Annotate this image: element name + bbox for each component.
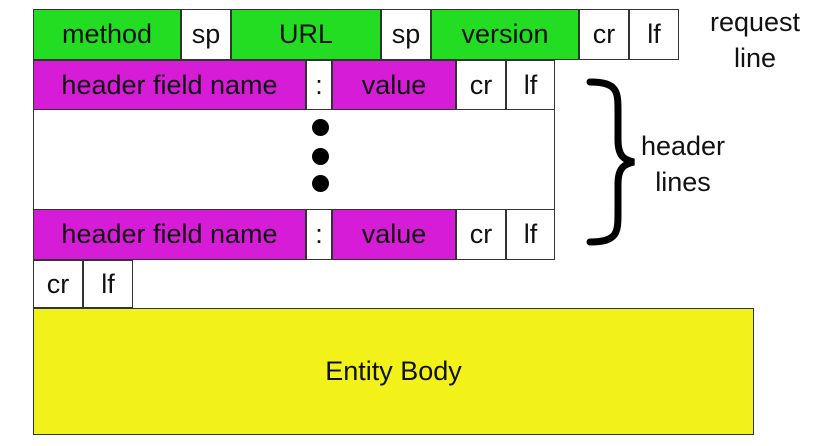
entity-body: Entity Body — [33, 308, 754, 435]
header-value-cell-1: value — [332, 60, 456, 110]
ellipsis-dot-2 — [312, 148, 329, 165]
request-line-label-line-2: line — [733, 43, 777, 73]
ellipsis-dot-3 — [312, 175, 329, 192]
request-lf-cell: lf — [629, 9, 679, 60]
header-field-name-cell-1: header field name — [33, 60, 306, 110]
header-value-cell-2: value — [332, 209, 456, 260]
header-lines-brace — [586, 78, 635, 246]
request-url-cell: URL — [231, 9, 381, 60]
request-cr-cell: cr — [579, 9, 629, 60]
header-lines-label: header lines — [628, 128, 738, 200]
blank-line-cr-cell: cr — [33, 260, 83, 308]
header-lines-label-line-2: lines — [655, 167, 711, 197]
header-field-name-cell-2: header field name — [33, 209, 306, 260]
header-lf-cell-2: lf — [506, 209, 555, 260]
request-space-cell-1: sp — [181, 9, 231, 60]
header-colon-cell-2: : — [306, 209, 332, 260]
header-cr-cell-1: cr — [456, 60, 506, 110]
request-line-label: request line — [695, 4, 815, 76]
request-space-cell-2: sp — [381, 9, 431, 60]
header-lf-cell-1: lf — [506, 60, 555, 110]
header-lines-label-line-1: header — [640, 131, 726, 161]
blank-line-lf-cell: lf — [83, 260, 133, 308]
request-line-label-line-1: request — [709, 7, 801, 37]
ellipsis-dot-1 — [312, 119, 329, 136]
header-cr-cell-2: cr — [456, 209, 506, 260]
header-colon-cell-1: : — [306, 60, 332, 110]
request-method-cell: method — [33, 9, 181, 60]
request-version-cell: version — [431, 9, 579, 60]
